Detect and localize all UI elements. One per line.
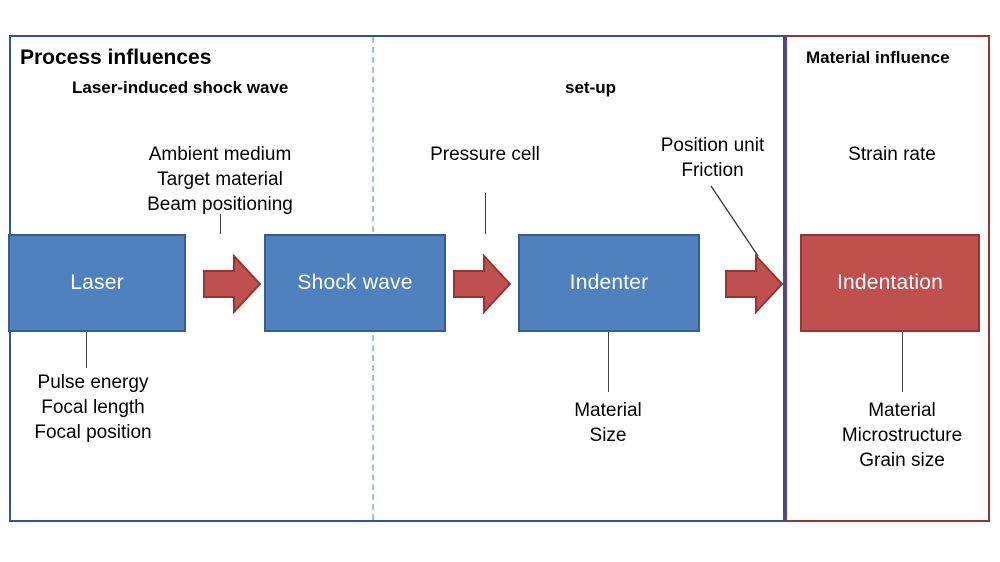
section-heading-laser-induced-shock-wave: Laser-induced shock wave bbox=[72, 78, 289, 97]
annotation-line: Friction bbox=[681, 160, 744, 181]
annotation-line: Focal length bbox=[41, 397, 145, 418]
annotation-line: Microstructure bbox=[841, 425, 963, 446]
annotation-pressure-cell: Pressure cell bbox=[405, 142, 565, 167]
panel-process-heading: Process influences bbox=[20, 46, 212, 69]
flow-arrow-indenter-to-indentation bbox=[725, 253, 784, 315]
annotation-line: Material bbox=[574, 400, 642, 421]
annotation-line: Size bbox=[589, 425, 627, 446]
panel-material-heading: Material influence bbox=[806, 48, 950, 67]
annotation-line: Target material bbox=[157, 169, 283, 190]
annotation-pulse-energy: Pulse energy Focal length Focal position bbox=[0, 370, 186, 445]
process-box-shock-wave-label: Shock wave bbox=[297, 271, 413, 294]
annotation-line: Grain size bbox=[859, 450, 945, 471]
flow-arrow-laser-to-shock-wave bbox=[203, 253, 262, 315]
annotation-strain-rate: Strain rate bbox=[812, 142, 972, 167]
connector-position-unit-to-arrow bbox=[710, 185, 759, 257]
connector-laser-to-pulse-energy bbox=[86, 332, 87, 368]
annotation-line: Ambient medium bbox=[148, 144, 292, 165]
annotation-line: Beam positioning bbox=[147, 194, 293, 215]
annotation-position-unit-friction: Position unit Friction bbox=[630, 133, 795, 183]
connector-indenter-to-material-size bbox=[608, 332, 609, 392]
annotation-line: Material bbox=[868, 400, 936, 421]
section-heading-setup: set-up bbox=[565, 78, 616, 97]
process-box-laser[interactable]: Laser bbox=[8, 234, 186, 332]
annotation-line: Focal position bbox=[34, 422, 152, 443]
annotation-line: Pulse energy bbox=[37, 372, 149, 393]
annotation-material-size: Material Size bbox=[528, 398, 688, 448]
process-box-indenter[interactable]: Indenter bbox=[518, 234, 700, 332]
annotation-ambient-medium: Ambient medium Target material Beam posi… bbox=[120, 142, 320, 217]
connector-pressure-cell-to-indenter bbox=[485, 193, 486, 234]
flow-arrow-shock-wave-to-indenter bbox=[453, 253, 512, 315]
annotation-line: Position unit bbox=[660, 135, 765, 156]
annotation-material-microstructure-grain-size: Material Microstructure Grain size bbox=[812, 398, 992, 473]
connector-ambient-to-shockwave bbox=[220, 214, 221, 234]
process-box-laser-label: Laser bbox=[70, 271, 124, 294]
process-box-shock-wave[interactable]: Shock wave bbox=[264, 234, 446, 332]
process-box-indenter-label: Indenter bbox=[569, 271, 649, 294]
annotation-line: Pressure cell bbox=[430, 144, 540, 165]
connector-indentation-to-material-microstructure bbox=[902, 332, 903, 392]
annotation-line: Strain rate bbox=[848, 144, 936, 165]
process-box-indentation[interactable]: Indentation bbox=[800, 234, 980, 332]
process-box-indentation-label: Indentation bbox=[836, 271, 944, 294]
